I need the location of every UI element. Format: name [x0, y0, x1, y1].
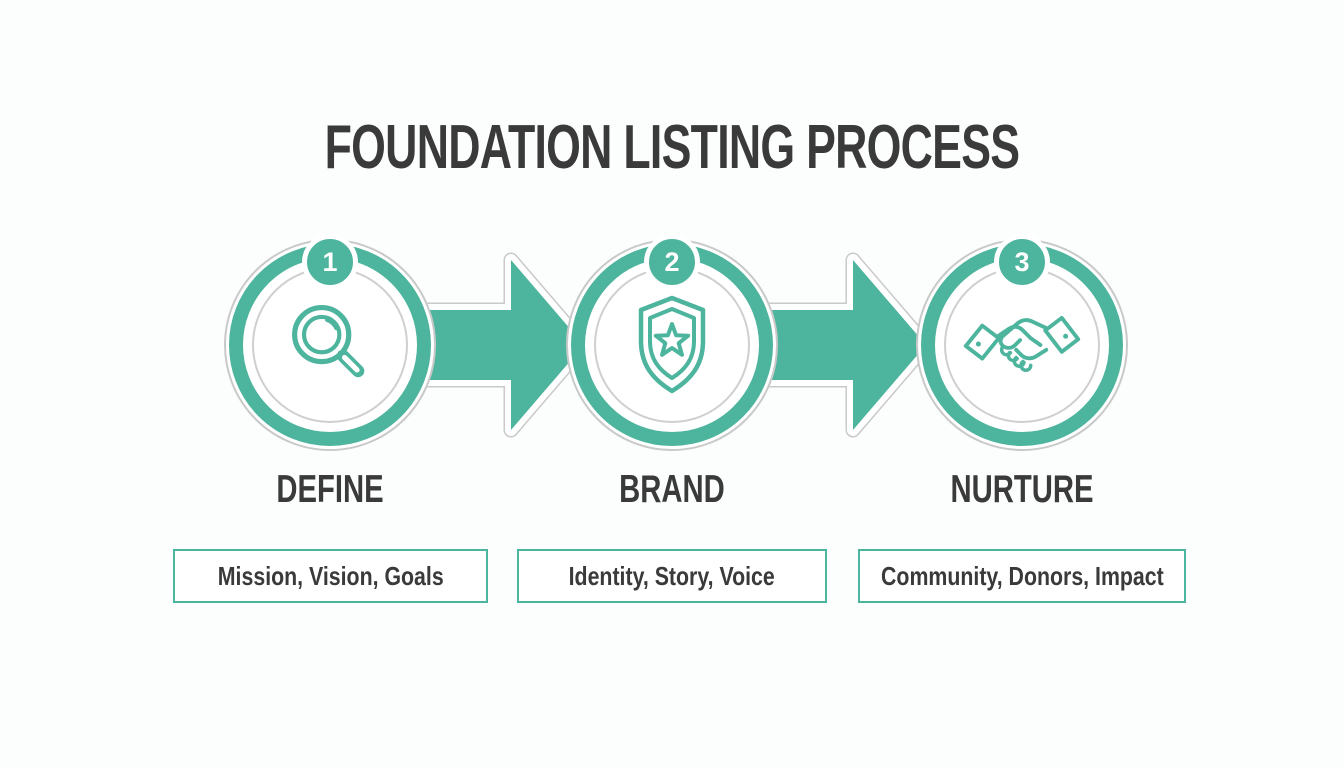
step-2-circle: 2 — [566, 234, 778, 451]
step-3-detail-box: Community, Donors, Impact — [858, 549, 1186, 603]
magnifier-icon — [254, 269, 406, 421]
shield-star-icon — [596, 269, 748, 421]
arrow-right-icon — [408, 252, 592, 438]
page-title: FOUNDATION LISTING PROCESS — [324, 113, 1020, 182]
step-2-detail-text: Identity, Story, Voice — [568, 560, 776, 591]
step-1-label: DEFINE — [276, 468, 384, 511]
step-1-circle: 1 — [224, 234, 436, 451]
step-number: 2 — [664, 246, 680, 277]
arrow-right-icon — [750, 252, 934, 438]
step-2-number-badge: 2 — [644, 234, 700, 290]
step-3-number-badge: 3 — [994, 234, 1050, 290]
handshake-icon — [946, 269, 1098, 421]
step-number: 3 — [1014, 246, 1030, 277]
step-2-label: BRAND — [619, 468, 725, 511]
step-1-detail-text: Mission, Vision, Goals — [217, 560, 444, 591]
step-1-number-badge: 1 — [302, 234, 358, 290]
step-3-detail-text: Community, Donors, Impact — [880, 560, 1164, 591]
step-3-label: NURTURE — [950, 468, 1094, 511]
step-1-detail-box: Mission, Vision, Goals — [173, 549, 488, 603]
step-2-detail-box: Identity, Story, Voice — [517, 549, 827, 603]
step-3-circle: 3 — [916, 234, 1128, 451]
step-number: 1 — [322, 246, 338, 277]
